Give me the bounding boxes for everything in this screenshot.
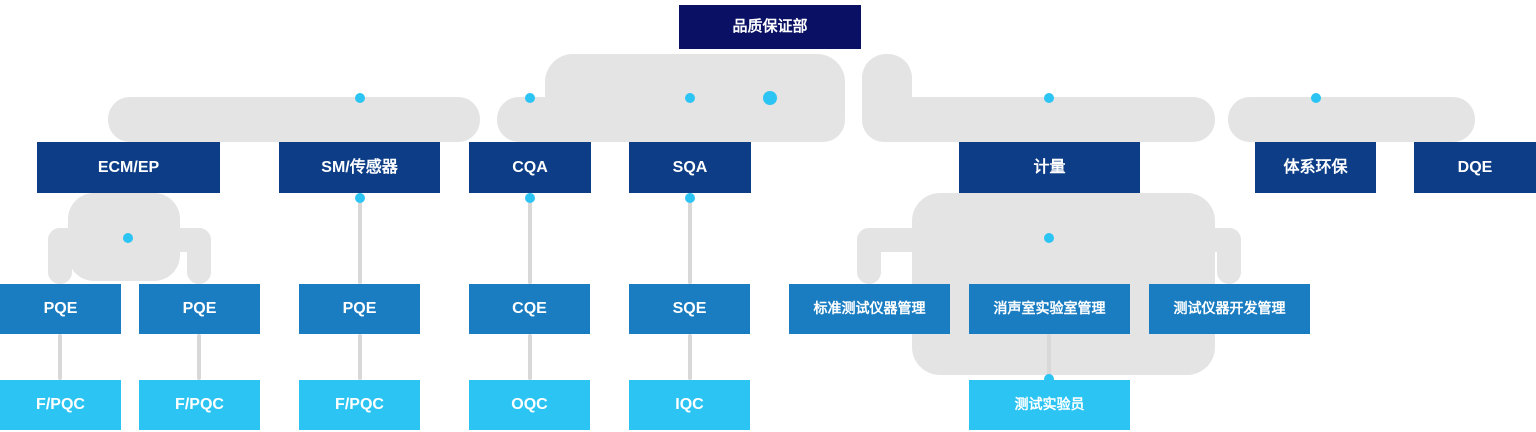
org-node-pqe-2: PQE — [139, 284, 260, 334]
connector-pqe2-drop — [197, 334, 201, 380]
org-node-sm-sensor: SM/传感器 — [279, 142, 440, 193]
connector-sqe-drop — [688, 334, 692, 380]
org-node-root: 品质保证部 — [679, 5, 861, 49]
junction-dot — [123, 233, 133, 243]
org-node-cqa: CQA — [469, 142, 591, 193]
connector-pqe3-drop — [358, 334, 362, 380]
junction-dot — [1044, 233, 1054, 243]
junction-dot — [1311, 93, 1321, 103]
junction-dot — [1044, 374, 1054, 384]
connector-cqa-drop — [528, 193, 532, 284]
org-node-standard-instrument-mgmt: 标准测试仪器管理 — [789, 284, 950, 334]
org-node-instrument-dev-mgmt: 测试仪器开发管理 — [1149, 284, 1310, 334]
junction-dot — [1044, 93, 1054, 103]
connector-metrology-arm-right-v — [1217, 228, 1241, 284]
org-node-dqe: DQE — [1414, 142, 1536, 193]
junction-dot — [525, 93, 535, 103]
org-node-sqe: SQE — [629, 284, 750, 334]
org-node-fpqc-3: F/PQC — [299, 380, 420, 430]
org-node-fpqc-2: F/PQC — [139, 380, 260, 430]
junction-dot — [355, 193, 365, 203]
junction-dot — [763, 91, 777, 105]
connector-rail — [862, 97, 1215, 142]
connector-cqe-drop — [528, 334, 532, 380]
connector-metrology-arm-left-v — [857, 228, 881, 284]
junction-dot — [685, 93, 695, 103]
connector-ecm-arm-right-v — [187, 228, 211, 284]
connector-rail — [497, 97, 845, 142]
org-node-pqe-1: PQE — [0, 284, 121, 334]
org-node-sqa: SQA — [629, 142, 751, 193]
org-node-iqc: IQC — [629, 380, 750, 430]
connector-pqe1-drop — [58, 334, 62, 380]
connector-rail — [108, 97, 480, 142]
org-node-ecm-ep: ECM/EP — [37, 142, 220, 193]
junction-dot — [685, 193, 695, 203]
connector-sm-drop — [358, 193, 362, 284]
connector-sqa-drop — [688, 193, 692, 284]
org-node-anechoic-lab-mgmt: 消声室实验室管理 — [969, 284, 1130, 334]
junction-dot — [355, 93, 365, 103]
org-node-fpqc-1: F/PQC — [0, 380, 121, 430]
org-node-metrology: 计量 — [959, 142, 1140, 193]
org-node-oqc: OQC — [469, 380, 590, 430]
org-node-test-technician: 测试实验员 — [969, 380, 1130, 430]
connector-ecm-arm-left-v — [48, 228, 72, 284]
org-node-system-environment: 体系环保 — [1255, 142, 1376, 193]
org-node-pqe-3: PQE — [299, 284, 420, 334]
connector-rail — [1228, 97, 1475, 142]
org-node-cqe: CQE — [469, 284, 590, 334]
junction-dot — [525, 193, 535, 203]
connector-testlab-drop — [1047, 334, 1051, 380]
